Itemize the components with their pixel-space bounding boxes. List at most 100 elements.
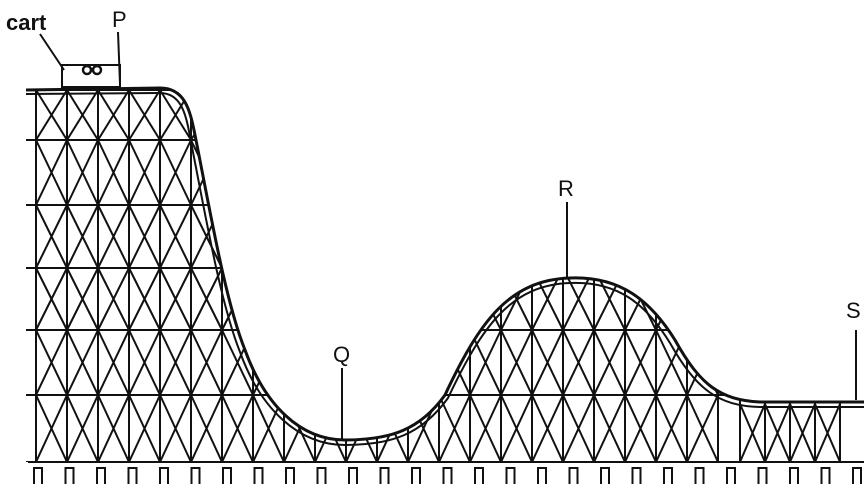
track-rail-inner [25, 91, 864, 447]
scaffold-brace [655, 139, 688, 206]
scaffold-brace [314, 89, 347, 141]
scaffold-brace [739, 403, 766, 462]
point-p-label: P [112, 7, 127, 32]
scaffold-brace [469, 89, 502, 141]
scaffold-brace [97, 89, 130, 141]
scaffold-brace [500, 204, 533, 269]
footing [316, 467, 327, 484]
scaffold-brace [35, 329, 68, 396]
footing [285, 467, 295, 484]
point-q-label: Q [333, 342, 350, 367]
footing [789, 467, 799, 484]
footing [253, 467, 264, 484]
scaffold-brace [376, 329, 409, 396]
scaffold-brace [35, 139, 68, 206]
scaffold-brace [686, 139, 719, 206]
cart-wheel-left [81, 64, 93, 76]
footing [505, 467, 516, 484]
scaffold-brace [624, 329, 657, 396]
scaffold-brace [345, 267, 378, 331]
scaffold-brace [283, 329, 316, 396]
scaffold-brace [376, 204, 409, 269]
scaffold-brace [345, 204, 378, 269]
scaffold-brace [531, 89, 564, 141]
scaffold-brace [562, 394, 595, 462]
scaffold-brace [438, 394, 471, 462]
scaffold-brace [314, 139, 347, 206]
scaffold-brace [593, 139, 626, 206]
scaffold-brace [789, 403, 816, 462]
scaffold-brace [407, 139, 440, 206]
scaffold-brace [128, 89, 161, 141]
scaffold-brace [376, 204, 409, 269]
footing [568, 467, 579, 484]
footing [190, 467, 201, 484]
scaffold-brace [562, 89, 595, 141]
footing [348, 467, 358, 484]
footing [474, 467, 484, 484]
scaffold-brace [159, 394, 192, 462]
footing [631, 467, 642, 484]
footing [127, 467, 138, 484]
scaffold-brace [686, 89, 719, 141]
scaffold-brace [66, 329, 99, 396]
scaffold-brace [500, 139, 533, 206]
scaffold-brace [593, 204, 626, 269]
scaffold-brace [252, 139, 285, 206]
scaffold-brace [252, 329, 285, 396]
scaffold-brace [655, 139, 688, 206]
scaffold-brace [624, 204, 657, 269]
scaffold-brace [438, 89, 471, 141]
footing [159, 467, 169, 484]
scaffold-brace [283, 89, 316, 141]
scaffold-brace [221, 89, 254, 141]
scaffold-brace [66, 204, 99, 269]
scaffold-brace [686, 267, 719, 331]
scaffold-brace [407, 267, 440, 331]
footing [33, 467, 43, 484]
scaffold-brace [469, 267, 502, 331]
scaffold-brace [128, 139, 161, 206]
scaffold-brace [531, 204, 564, 269]
footing [411, 467, 421, 484]
cart-leader-line [39, 33, 65, 71]
scaffold-brace [221, 139, 254, 206]
scaffold-brace [221, 89, 254, 141]
scaffold-brace [283, 204, 316, 269]
scaffold-brace [283, 267, 316, 331]
scaffold-brace [500, 329, 533, 396]
scaffold-brace [159, 267, 192, 331]
scaffold-brace [376, 329, 409, 396]
scaffold-brace [686, 204, 719, 269]
scaffold-brace [314, 267, 347, 331]
scaffold-brace [764, 403, 791, 462]
scaffold-brace [190, 329, 223, 396]
scaffold-brace [97, 394, 130, 462]
scaffold-brace [562, 89, 595, 141]
footing [663, 467, 673, 484]
scaffold-brace [407, 267, 440, 331]
scaffold-brace [686, 89, 719, 141]
footing [442, 467, 453, 484]
footing [694, 467, 705, 484]
leader-lines [39, 31, 857, 440]
scaffold-brace [97, 267, 130, 331]
scaffold-brace [469, 204, 502, 269]
scaffold-brace [593, 329, 626, 396]
footing [64, 467, 75, 484]
scaffold-brace [66, 89, 99, 141]
scaffold-brace [35, 204, 68, 269]
scaffold-brace [221, 394, 254, 462]
scaffold-brace [624, 89, 657, 141]
scaffold-brace [283, 267, 316, 331]
scaffold-brace [531, 329, 564, 396]
scaffold-brace [35, 267, 68, 331]
scaffold-brace [159, 329, 192, 396]
scaffold-brace [345, 139, 378, 206]
footing [820, 467, 831, 484]
scaffold-brace [469, 204, 502, 269]
scaffold-brace [283, 139, 316, 206]
footing [600, 467, 610, 484]
scaffold-brace [345, 204, 378, 269]
track-rail-outer [25, 86, 864, 442]
